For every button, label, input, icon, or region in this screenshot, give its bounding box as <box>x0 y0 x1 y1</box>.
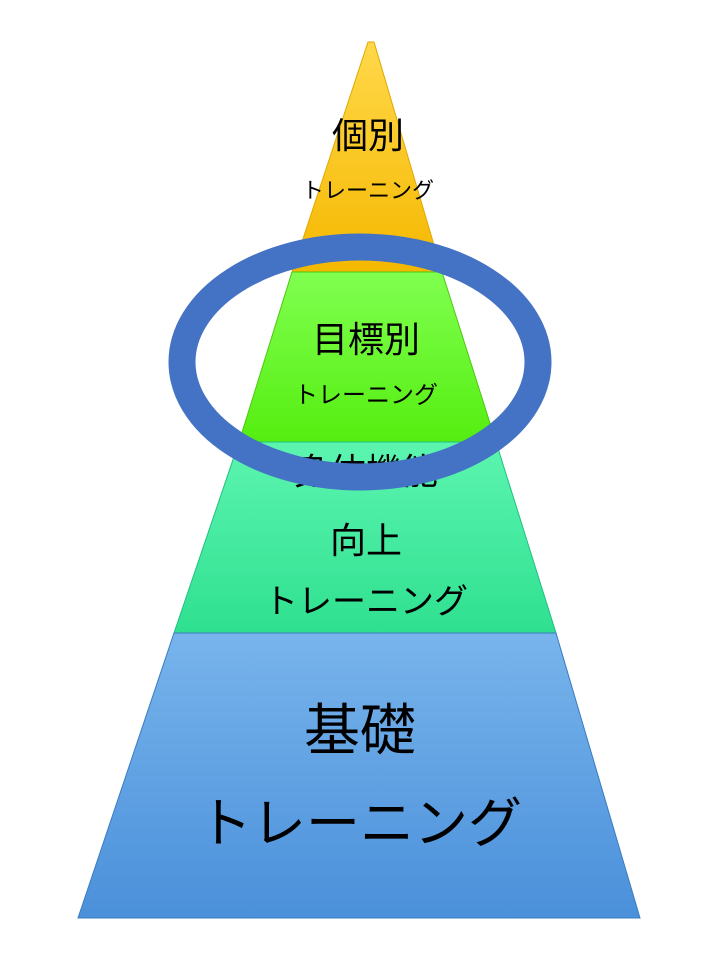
layer-basic-subtitle: トレーニング <box>198 792 522 855</box>
layer-goal-title: 目標別 <box>312 320 420 361</box>
layer-individual-subtitle: トレーニング <box>302 179 434 204</box>
layer-physical-subtitle: トレーニング <box>264 582 468 622</box>
layer-basic <box>77 632 641 919</box>
layer-basic-title: 基礎 <box>304 699 416 764</box>
layer-physical-title2: 向上 <box>330 521 402 562</box>
highlight-ellipse <box>168 233 552 491</box>
layer-individual-title: 個別 <box>332 116 404 157</box>
layer-goal-subtitle: トレーニング <box>294 381 438 409</box>
